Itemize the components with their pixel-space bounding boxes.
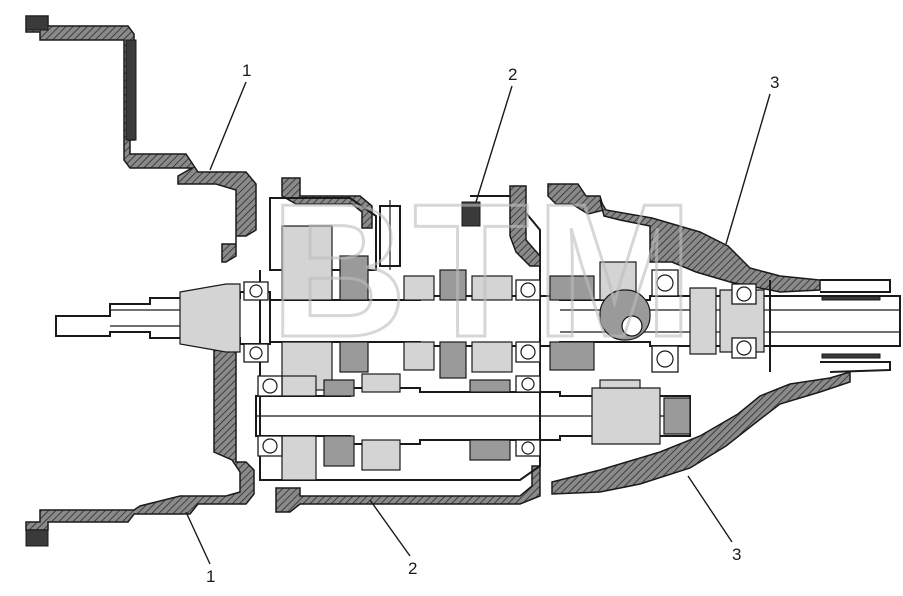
shift-rail bbox=[379, 200, 651, 341]
watermark-text: BTM bbox=[270, 165, 700, 377]
callout-1-bottom: 1 bbox=[206, 567, 215, 586]
callout-1-top: 1 bbox=[242, 61, 251, 80]
callout-2-top: 2 bbox=[508, 65, 517, 84]
callout-labels: 1 2 3 1 2 3 bbox=[206, 61, 779, 586]
countershaft bbox=[255, 387, 691, 445]
extension-housing bbox=[551, 199, 891, 495]
callout-2-bottom: 2 bbox=[408, 559, 417, 578]
leader-lines bbox=[185, 81, 771, 565]
transmission-case bbox=[259, 177, 605, 513]
callout-3-top: 3 bbox=[770, 73, 779, 92]
main-shaft-gears bbox=[281, 225, 637, 391]
countershaft-gears bbox=[281, 373, 641, 481]
bearings bbox=[243, 269, 757, 457]
callout-3-bottom: 3 bbox=[732, 545, 741, 564]
input-shaft bbox=[55, 283, 271, 353]
clutch-housing bbox=[25, 15, 257, 547]
